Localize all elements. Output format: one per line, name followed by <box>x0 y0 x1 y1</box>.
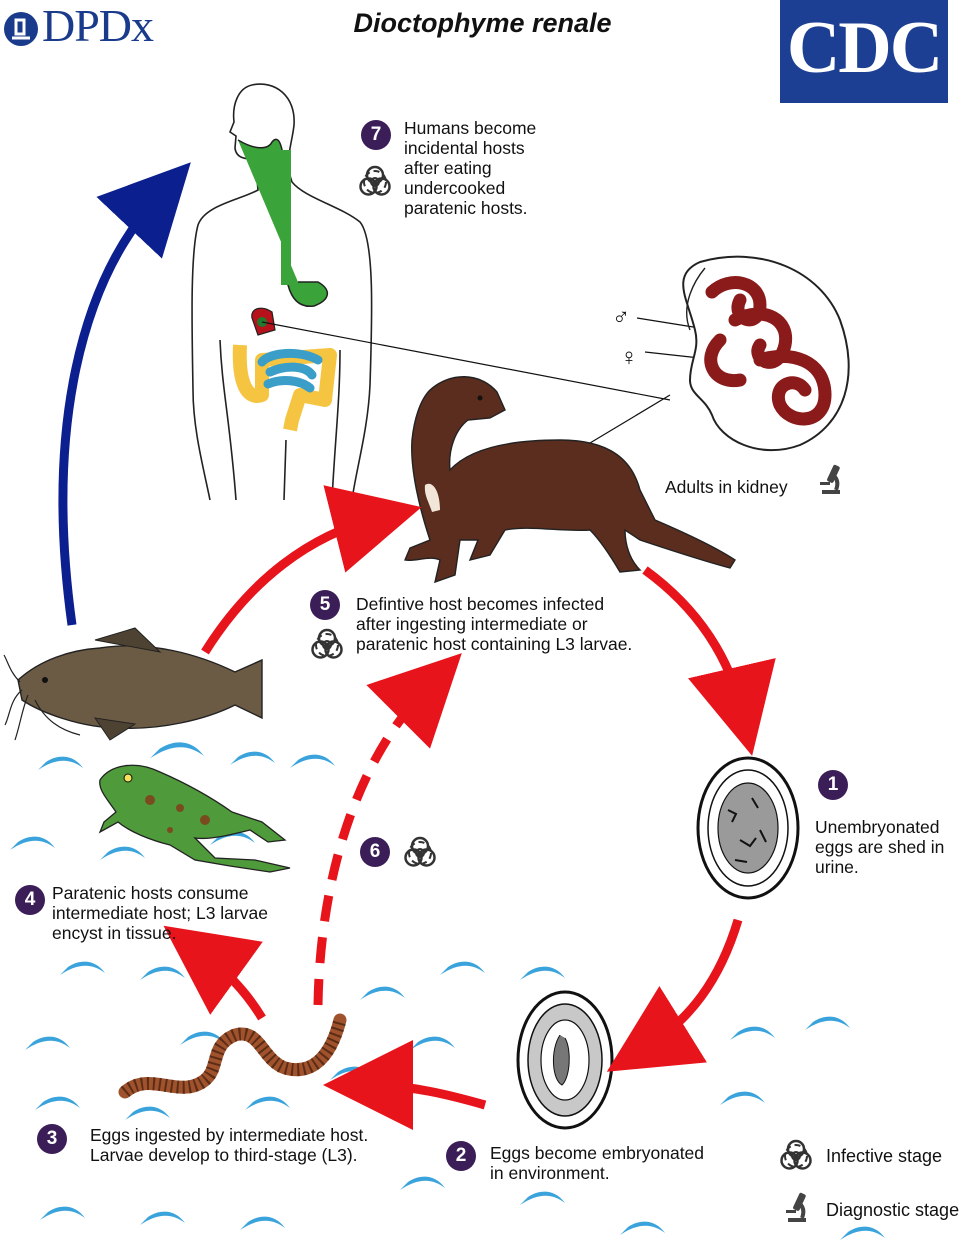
step-4-badge: 4 <box>15 885 45 915</box>
step-4-caption: Paratenic hosts consume intermediate hos… <box>52 883 268 943</box>
biohazard-icon <box>404 836 436 867</box>
cdc-logo: CDC <box>780 0 948 103</box>
arrow-to-paratenic-host <box>163 925 266 1021</box>
dpdx-logo: DPDx <box>0 0 185 51</box>
legend-microscope-icon <box>784 1190 809 1224</box>
step-5-badge: 5 <box>310 590 340 620</box>
microscope-icon <box>818 462 843 496</box>
dpdx-logo-text: DPDx <box>42 0 154 51</box>
step-2-caption: Eggs become embryonated in environment. <box>490 1143 705 1183</box>
earthworm-intermediate-host <box>118 1013 347 1099</box>
cdc-logo-text: CDC <box>786 7 943 89</box>
human-figure <box>191 83 373 501</box>
arrow-direct-to-definitive-host <box>313 653 462 1006</box>
step-1-caption: Unembryonated eggs are shed in urine. <box>815 817 945 877</box>
diagram-title: Dioctophyme renale <box>353 8 612 38</box>
male-symbol: ♂ <box>612 304 630 331</box>
connector-lines <box>261 317 719 453</box>
step-7-badge: 7 <box>361 120 391 150</box>
step-3-badge: 3 <box>37 1124 67 1154</box>
arrow-to-intermediate-host <box>323 1040 487 1131</box>
digestive-tract <box>232 138 337 432</box>
step-1-badge: 1 <box>818 770 848 800</box>
arrow-to-eggs-shed <box>642 566 776 756</box>
step-7-caption: Humans become incidental hosts after eat… <box>404 118 537 218</box>
legend-biohazard-icon <box>780 1139 812 1170</box>
biohazard-icon <box>311 628 343 659</box>
life-cycle-arrows <box>58 162 776 1131</box>
step-6-badge: 6 <box>360 837 390 867</box>
catfish-paratenic-host <box>3 627 263 741</box>
microscope-badge-icon <box>4 12 38 46</box>
embryonated-egg <box>516 990 614 1130</box>
female-symbol: ♀ <box>620 344 638 371</box>
legend-diagnostic-label: Diagnostic stage <box>826 1200 960 1220</box>
step-2-badge: 2 <box>446 1141 476 1171</box>
arrow-to-human <box>58 162 191 626</box>
kidney-illustration <box>682 255 850 452</box>
step-3-caption: Eggs ingested by intermediate host. Larv… <box>90 1125 369 1165</box>
legend-infective-label: Infective stage <box>826 1146 943 1166</box>
step-5-caption: Defintive host becomes infected after in… <box>356 594 633 654</box>
kidney-caption: Adults in kidney <box>665 477 788 497</box>
arrow-to-definitive-host <box>201 485 422 655</box>
biohazard-icon <box>359 165 391 196</box>
arrow-to-embryonation <box>606 918 743 1072</box>
unembryonated-egg <box>696 756 800 900</box>
frog-paratenic-host <box>98 764 291 873</box>
